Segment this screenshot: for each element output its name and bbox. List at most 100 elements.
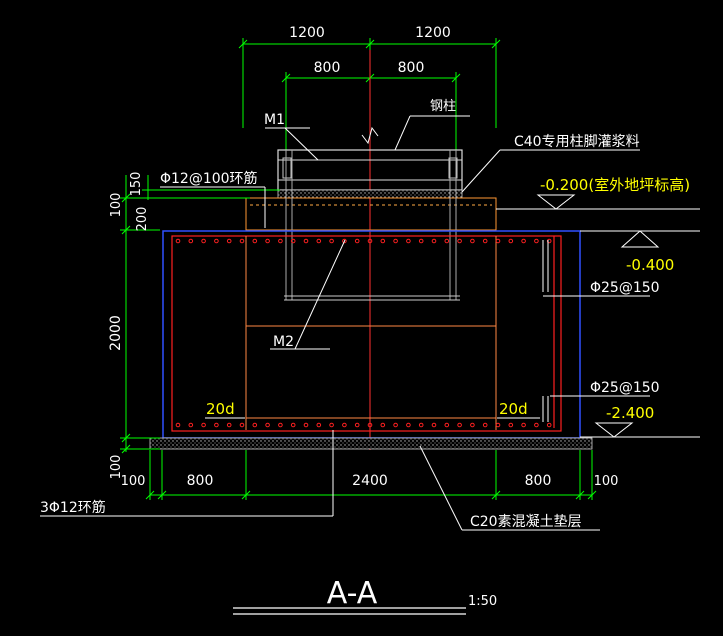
dim-left-200: 200 — [135, 207, 150, 232]
rebar-dot-bottom — [406, 422, 411, 428]
rebar-dot-bottom — [278, 422, 283, 428]
label-rebar-upper: Φ25@150 — [590, 280, 660, 296]
cushion-layer — [149, 437, 593, 450]
rebar-dot-bottom — [354, 422, 360, 428]
rebar-dot-top — [316, 238, 322, 244]
rebar-dot-top — [214, 238, 219, 244]
rebar-dot-top — [201, 238, 206, 244]
rebar-dot-bottom — [342, 422, 347, 428]
dim-top-outer-right: 1200 — [415, 25, 451, 41]
dim-left-100-top: 100 — [109, 193, 124, 218]
rebar-dots — [175, 238, 552, 428]
rebar-dot-top — [226, 238, 232, 244]
rebar-dot-top — [367, 238, 373, 244]
label-rebar-lower: Φ25@150 — [590, 380, 660, 396]
rebar-dot-bottom — [303, 422, 309, 428]
rebar-dot-bottom — [252, 422, 258, 428]
rebar-dot-bottom — [444, 422, 450, 428]
rebar-dot-bottom — [495, 422, 501, 428]
rebar-dot-bottom — [508, 422, 514, 428]
hooks-right — [542, 240, 549, 422]
label-steel-column: 钢柱 — [430, 99, 456, 114]
rebar-dot-bottom — [265, 422, 270, 428]
rebar-dot-top — [239, 238, 245, 244]
rebar-dot-bottom — [367, 422, 373, 428]
dim-bottom-2400: 2400 — [352, 473, 388, 489]
rebar-dot-top — [521, 238, 526, 244]
label-anchor-right: 20d — [499, 400, 528, 418]
rebar-dot-bottom — [546, 422, 552, 428]
rebar-dot-top — [342, 238, 347, 244]
rebar-dot-bottom — [188, 422, 194, 428]
rebar-dot-bottom — [290, 422, 296, 428]
rebar-dot-bottom — [175, 422, 181, 428]
rebar-dot-top — [482, 238, 488, 244]
elevation-bottom: -2.400 — [606, 404, 654, 422]
label-m2: M2 — [273, 334, 294, 350]
rebar-dot-top — [495, 238, 501, 244]
top-dimensions — [238, 38, 501, 150]
rebar-dot-bottom — [393, 422, 398, 428]
rebar-dot-bottom — [521, 422, 526, 428]
section-scale: 1:50 — [468, 594, 497, 609]
rebar-dot-bottom — [239, 422, 245, 428]
elevation-symbols — [496, 194, 700, 438]
rebar-dot-top — [303, 238, 309, 244]
anchor-bolts — [284, 150, 460, 301]
rebar-dot-top — [470, 238, 475, 244]
dim-left-100-bottom: 100 — [109, 455, 124, 480]
rebar-dot-top — [508, 238, 514, 244]
rebar-dot-top — [290, 238, 296, 244]
dim-left-2000: 2000 — [108, 315, 124, 351]
dim-bottom-800-right: 800 — [525, 473, 552, 489]
rebar-dot-top — [188, 238, 194, 244]
rebar-dot-top — [534, 238, 539, 244]
pedestal — [245, 197, 497, 231]
rebar-dot-bottom — [431, 422, 437, 428]
dim-top-inner-right: 800 — [398, 60, 425, 76]
rebar-dot-top — [329, 238, 334, 244]
dim-top-inner-left: 800 — [314, 60, 341, 76]
dim-top-outer-left: 1200 — [289, 25, 325, 41]
label-stirrup-bottom: 3Φ12环筋 — [40, 499, 106, 516]
left-dimensions — [120, 175, 280, 454]
label-stirrup-top: Φ12@100环筋 — [160, 170, 258, 187]
leaders — [40, 115, 650, 531]
rebar-dot-top — [252, 238, 258, 244]
rebar-dot-top — [278, 238, 283, 244]
elevation-outdoor: -0.200(室外地坪标高) — [540, 176, 690, 194]
rebar-dot-top — [406, 238, 411, 244]
section-title: A-A — [327, 576, 378, 611]
rebar-dot-bottom — [316, 422, 322, 428]
rebar-dot-bottom — [329, 422, 334, 428]
elevation-top: -0.400 — [626, 256, 674, 274]
rebar-dot-bottom — [214, 422, 219, 428]
rebar-dot-top — [175, 238, 181, 244]
rebar-dot-bottom — [201, 422, 206, 428]
rebar-dot-bottom — [457, 422, 462, 428]
bottom-dimensions — [145, 450, 597, 500]
rebar-dot-bottom — [418, 422, 424, 428]
rebar-dot-bottom — [380, 422, 386, 428]
rebar-dot-top — [457, 238, 462, 244]
rebar-dot-bottom — [482, 422, 488, 428]
dim-left-150: 150 — [129, 172, 144, 197]
rebar-dot-top — [431, 238, 437, 244]
dim-bottom-100-left: 100 — [121, 474, 146, 489]
label-grout: C40专用柱脚灌浆料 — [514, 134, 640, 150]
label-cushion: C20素混凝土垫层 — [470, 514, 582, 530]
rebar-dot-top — [546, 238, 552, 244]
steel-column — [277, 126, 463, 191]
rebar-dot-bottom — [470, 422, 475, 428]
rebar-dot-top — [354, 238, 360, 244]
label-m1: M1 — [264, 112, 285, 128]
dim-bottom-800-left: 800 — [187, 473, 214, 489]
rebar-dot-top — [265, 238, 270, 244]
grout-layer — [277, 189, 463, 199]
rebar-dot-top — [380, 238, 386, 244]
rebar-dot-bottom — [534, 422, 539, 428]
rebar-dot-top — [444, 238, 450, 244]
dim-bottom-100-right: 100 — [594, 474, 619, 489]
rebar-dot-top — [393, 238, 398, 244]
